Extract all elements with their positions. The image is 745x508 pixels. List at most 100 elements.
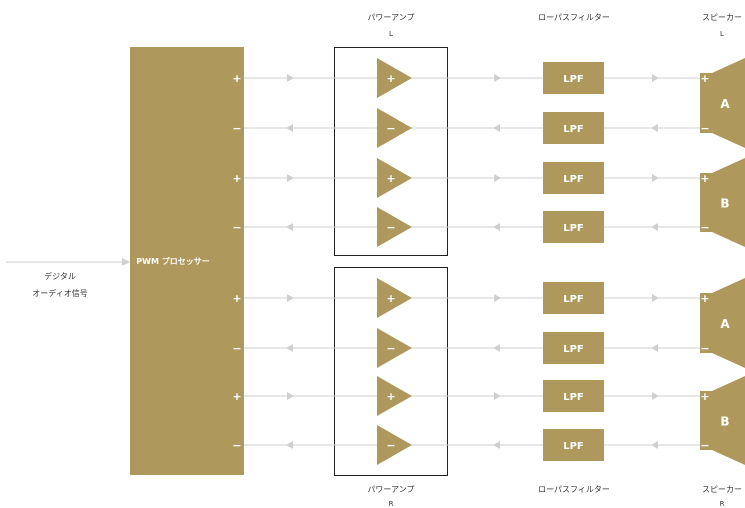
speaker-channel-left-label: L <box>720 30 724 38</box>
processor-minus-terminal: − <box>232 342 241 355</box>
speaker-plus-terminal: + <box>700 172 709 185</box>
amplifier-minus-sign: − <box>386 122 395 135</box>
amp-header-top: パワーアンプ <box>367 13 414 22</box>
speaker-b-left: + −B <box>700 158 745 247</box>
arrow-left-icon <box>286 223 293 231</box>
arrow-left-icon <box>493 344 500 352</box>
amplifier-triangle-icon <box>377 425 412 465</box>
arrow-left-icon <box>493 441 500 449</box>
arrow-right-icon <box>287 294 294 302</box>
lpf-block <box>543 62 604 94</box>
speaker-icon <box>700 58 745 148</box>
power-amp-box-right <box>334 267 448 476</box>
signal-row-minus: − − LPF <box>232 425 700 465</box>
speaker-name: A <box>720 317 730 331</box>
amplifier-triangle-icon <box>377 207 412 247</box>
arrow-right-icon <box>652 392 659 400</box>
processor-plus-terminal: + <box>232 172 241 185</box>
lpf-label: LPF <box>563 392 584 403</box>
speaker-plus-terminal: + <box>700 292 709 305</box>
amplifier-triangle-icon <box>377 278 412 318</box>
speaker-name: A <box>720 97 730 111</box>
amplifier-plus-sign: + <box>386 72 395 85</box>
arrow-right-icon <box>287 74 294 82</box>
amplifier-minus-sign: − <box>386 439 395 452</box>
lpf-header-top: ローパスフィルター <box>538 13 610 22</box>
speaker-b-right: + −B <box>700 376 745 465</box>
signal-row-minus: −−LPF <box>232 108 700 148</box>
lpf-block <box>543 332 604 364</box>
speaker-plus-terminal: + <box>700 390 709 403</box>
signal-row-minus: −−LPF <box>232 328 700 368</box>
processor-plus-terminal: + <box>232 390 241 403</box>
input-label-line2: オーディオ信号 <box>32 288 87 298</box>
input-label-line1: デジタル <box>44 271 76 281</box>
arrow-right-icon <box>652 174 659 182</box>
speaker-icon <box>700 376 745 465</box>
amplifier-triangle-icon <box>377 376 412 416</box>
speaker-icon <box>700 278 745 368</box>
arrow-left-icon <box>286 124 293 132</box>
speaker-name: B <box>720 197 729 211</box>
lpf-header-bottom: ローパスフィルター <box>538 485 610 494</box>
arrow-left-icon <box>493 223 500 231</box>
lpf-block <box>543 380 604 412</box>
lpf-block <box>543 112 604 144</box>
arrow-left-icon <box>286 344 293 352</box>
pwm-processor-label: PWM プロセッサー <box>136 256 209 266</box>
speaker-minus-terminal: − <box>700 439 709 452</box>
lpf-label: LPF <box>563 441 584 452</box>
amplifier-triangle-icon <box>377 58 412 98</box>
amplifier-minus-sign: − <box>386 342 395 355</box>
arrow-left-icon <box>286 441 293 449</box>
input-arrow-icon <box>122 258 130 266</box>
speaker-minus-terminal: − <box>700 342 709 355</box>
signal-row-minus: − − LPF <box>232 207 700 247</box>
arrow-right-icon <box>287 174 294 182</box>
pwm-processor-block <box>130 47 244 475</box>
speaker-a-left: +−A <box>700 58 745 148</box>
processor-minus-terminal: − <box>232 439 241 452</box>
lpf-block <box>543 211 604 243</box>
arrow-right-icon <box>494 74 501 82</box>
amp-header-bottom: パワーアンプ <box>367 485 414 494</box>
arrow-right-icon <box>652 74 659 82</box>
processor-plus-terminal: + <box>232 72 241 85</box>
lpf-block <box>543 282 604 314</box>
lpf-label: LPF <box>563 294 584 305</box>
amplifier-triangle-icon <box>377 158 412 198</box>
speaker-header-top: スピーカー <box>702 13 742 22</box>
speaker-name: B <box>720 415 729 429</box>
lpf-block <box>543 429 604 461</box>
amplifier-triangle-icon <box>377 328 412 368</box>
amp-channel-right-label: R <box>389 500 394 508</box>
signal-row-plus: + + LPF <box>232 278 700 318</box>
lpf-label: LPF <box>563 124 584 135</box>
arrow-left-icon <box>651 124 658 132</box>
power-amp-box-left <box>334 47 448 256</box>
amplifier-minus-sign: − <box>386 221 395 234</box>
amplifier-plus-sign: + <box>386 292 395 305</box>
speaker-icon <box>700 158 745 247</box>
lpf-label: LPF <box>563 223 584 234</box>
arrow-left-icon <box>493 124 500 132</box>
amplifier-plus-sign: + <box>386 172 395 185</box>
arrow-right-icon <box>494 392 501 400</box>
speaker-a-right: + −A <box>700 278 745 368</box>
arrow-left-icon <box>651 223 658 231</box>
signal-row-plus: + + LPF <box>232 376 700 416</box>
lpf-label: LPF <box>563 74 584 85</box>
arrow-right-icon <box>652 294 659 302</box>
signal-row-plus: + + LPF <box>232 158 700 198</box>
amplifier-triangle-icon <box>377 108 412 148</box>
arrow-right-icon <box>287 392 294 400</box>
processor-plus-terminal: + <box>232 292 241 305</box>
amplifier-plus-sign: + <box>386 390 395 403</box>
signal-row-plus: + + LPF <box>232 58 700 98</box>
processor-minus-terminal: − <box>232 221 241 234</box>
arrow-right-icon <box>494 294 501 302</box>
lpf-label: LPF <box>563 174 584 185</box>
speaker-minus-terminal: − <box>700 221 709 234</box>
lpf-block <box>543 162 604 194</box>
